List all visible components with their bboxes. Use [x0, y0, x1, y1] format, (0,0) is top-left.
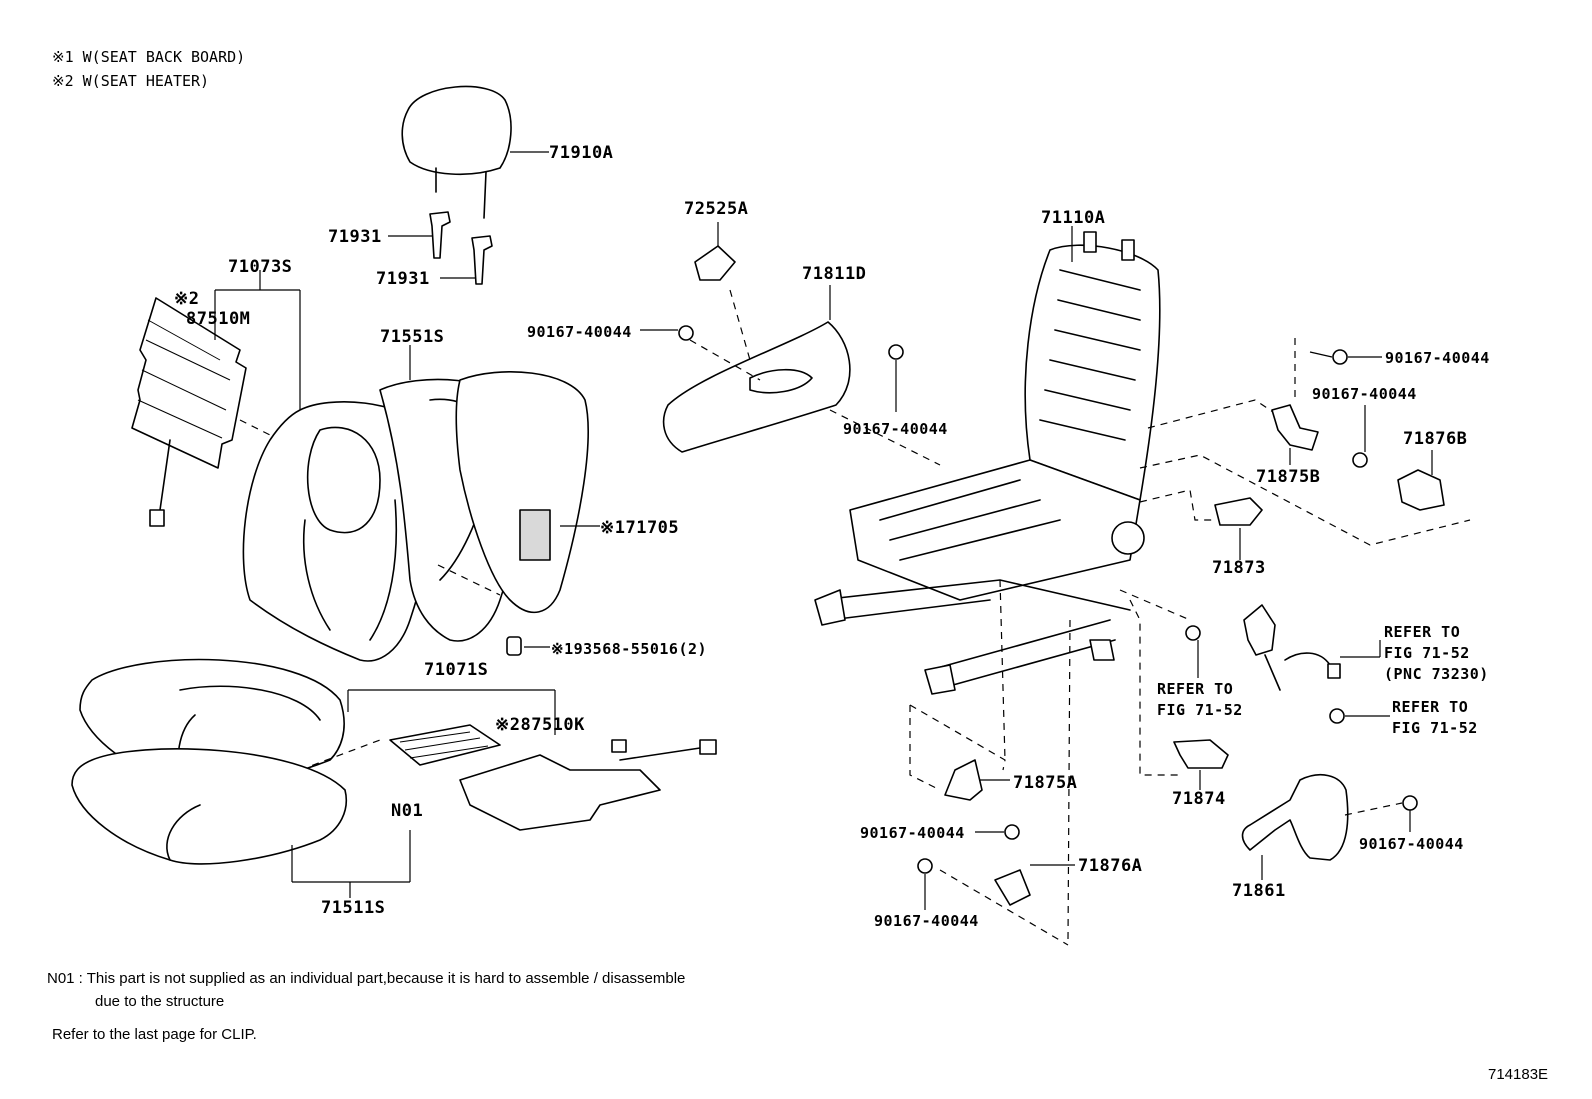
callout-heater-mark: ※2 — [174, 289, 200, 309]
headrest-support-71931 — [388, 211, 493, 285]
refer-ring-line2[interactable]: FIG 71-52 — [1157, 701, 1243, 719]
seat-cushion-pad-71511S — [71, 748, 411, 898]
headrest-71910A — [401, 85, 549, 219]
callout-bolt-upper-right[interactable]: 90167-40044 — [1385, 349, 1490, 367]
callout-71876B[interactable]: 71876B — [1403, 429, 1468, 449]
callout-71875B[interactable]: 71875B — [1256, 467, 1321, 487]
shield-71861 — [1241, 774, 1349, 880]
callout-71110A[interactable]: 71110A — [1041, 208, 1106, 228]
refer-nut-line2[interactable]: FIG 71-52 — [1392, 719, 1478, 737]
frame-leader-lines — [909, 338, 1471, 946]
callout-bolt-shield-right[interactable]: 90167-40044 — [843, 420, 948, 438]
cover-71876B — [1397, 450, 1445, 511]
callout-71873[interactable]: 71873 — [1212, 558, 1266, 578]
callout-71073S[interactable]: 71073S — [228, 257, 293, 277]
bracket-71874 — [1173, 739, 1229, 790]
callout-287510K[interactable]: ※287510K — [495, 715, 585, 735]
seat-back-board-171705 — [437, 371, 600, 614]
callout-71931-lower[interactable]: 71931 — [376, 269, 430, 289]
footnote-n01-continued: due to the structure — [95, 993, 225, 1010]
bolt-near-shield-right — [829, 344, 941, 466]
clip-72525A — [694, 222, 751, 361]
callout-71931-upper[interactable]: 71931 — [328, 227, 382, 247]
refer-buckle-line2[interactable]: FIG 71-52 — [1384, 644, 1470, 662]
footnote-clip: Refer to the last page for CLIP. — [52, 1026, 257, 1043]
callout-71861[interactable]: 71861 — [1232, 881, 1286, 901]
note-seat-back-board: ※1 W(SEAT BACK BOARD) — [52, 48, 246, 66]
nut-part — [1329, 708, 1390, 724]
callout-171705[interactable]: ※171705 — [600, 518, 680, 538]
callout-71874[interactable]: 71874 — [1172, 789, 1226, 809]
callout-71811D[interactable]: 71811D — [802, 264, 867, 284]
callout-71910A[interactable]: 71910A — [549, 143, 614, 163]
figure-id: 714183E — [1488, 1066, 1549, 1083]
bolt-71875A — [975, 824, 1020, 840]
reclining-shield-71811D — [662, 285, 851, 453]
callout-bolt-right[interactable]: 90167-40044 — [1312, 385, 1417, 403]
clip-193568 — [506, 636, 550, 656]
seat-frame-71110A — [814, 226, 1161, 695]
callout-71876A[interactable]: 71876A — [1078, 856, 1143, 876]
bolt-71876A — [917, 858, 933, 910]
bolt-near-shield-left — [640, 325, 761, 381]
bolt-71861 — [1344, 795, 1418, 832]
heater-board-n01 — [389, 724, 501, 766]
bolt-right-71876B — [1352, 405, 1368, 468]
callout-71875A[interactable]: 71875A — [1013, 773, 1078, 793]
callout-bolt-71861[interactable]: 90167-40044 — [1359, 835, 1464, 853]
refer-ring-line1[interactable]: REFER TO — [1157, 680, 1234, 698]
seat-heater-287510K — [459, 739, 717, 831]
refer-buckle-line1[interactable]: REFER TO — [1384, 623, 1461, 641]
callout-bolt-shield-left[interactable]: 90167-40044 — [527, 323, 632, 341]
refer-buckle-line3[interactable]: (PNC 73230) — [1384, 665, 1489, 683]
callout-71551S[interactable]: 71551S — [380, 327, 445, 347]
callout-n01[interactable]: N01 — [391, 801, 424, 821]
bracket-71875B — [1271, 404, 1319, 465]
bolt-upper-right — [1309, 349, 1382, 365]
ring-part — [1185, 625, 1201, 678]
callout-72525A[interactable]: 72525A — [684, 199, 749, 219]
clip-71873 — [1214, 497, 1263, 560]
note-seat-heater: ※2 W(SEAT HEATER) — [52, 72, 210, 90]
callout-71071S[interactable]: 71071S — [424, 660, 489, 680]
callout-bolt-71875A[interactable]: 90167-40044 — [860, 824, 965, 842]
cover-71876A — [994, 864, 1075, 906]
callout-193568[interactable]: ※193568-55016(2) — [551, 640, 708, 658]
refer-nut-line1[interactable]: REFER TO — [1392, 698, 1469, 716]
seat-belt-buckle — [1243, 604, 1381, 691]
callout-bolt-71876A[interactable]: 90167-40044 — [874, 912, 979, 930]
callout-87510M[interactable]: 87510M — [186, 309, 251, 329]
bracket-71875A — [944, 759, 1010, 801]
seat-heater-87510M — [131, 270, 361, 527]
footnote-n01: N01 : This part is not supplied as an in… — [47, 970, 686, 987]
callout-71511S[interactable]: 71511S — [321, 898, 386, 918]
